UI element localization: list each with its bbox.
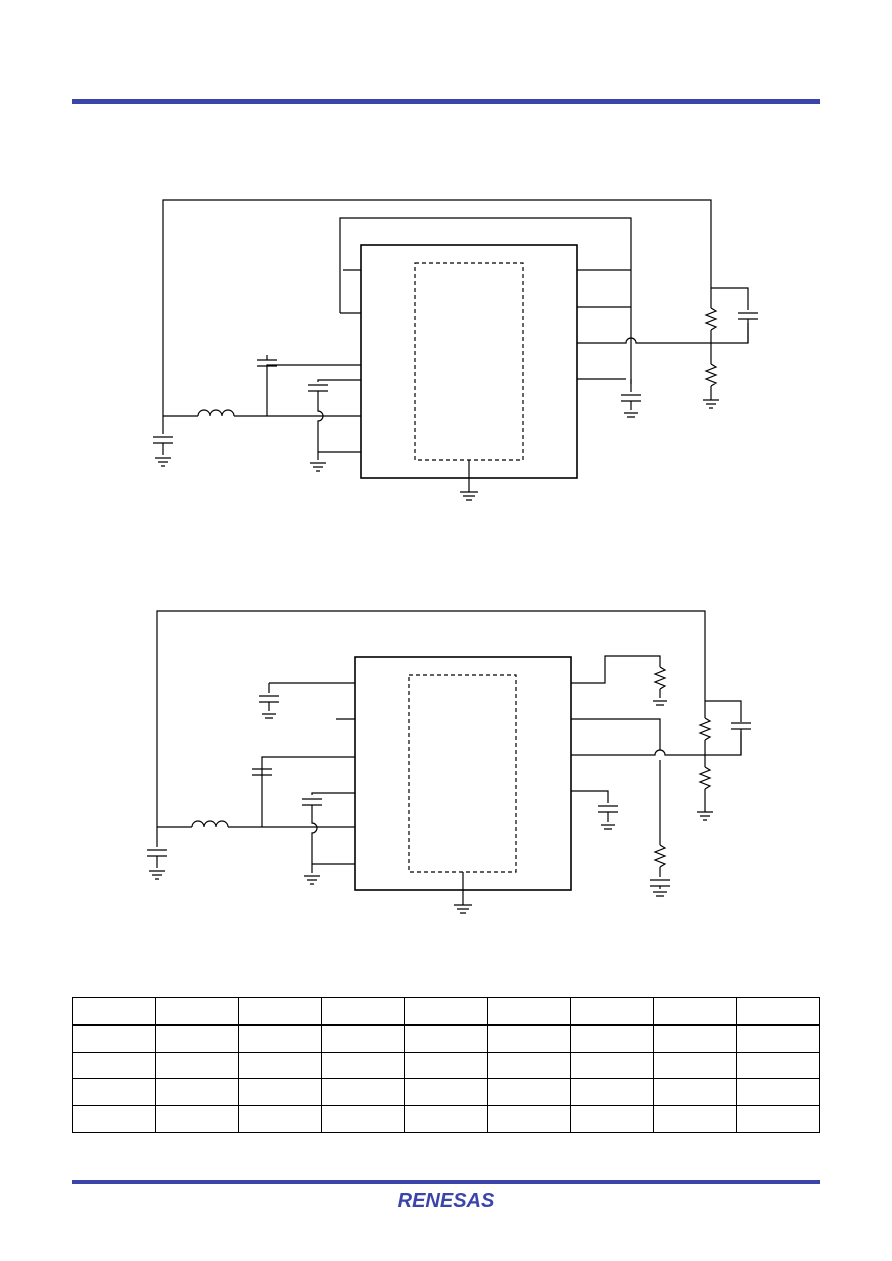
- ic-body: [354, 656, 572, 891]
- table-cell: [321, 1024, 405, 1053]
- renesas-logo: RENESAS: [398, 1190, 495, 1212]
- pullup-resistor: [653, 666, 667, 690]
- logo-text: RENESAS: [398, 1190, 495, 1212]
- table-cell: [238, 996, 322, 1026]
- table-cell: [487, 1024, 571, 1053]
- table-cell: [238, 1105, 322, 1133]
- table-cell: [72, 1105, 156, 1133]
- footer-rule: [72, 1180, 820, 1184]
- table-cell: [570, 996, 654, 1026]
- table-cell: [487, 996, 571, 1026]
- table-cell: [487, 1078, 571, 1107]
- ground-symbol: [454, 904, 472, 914]
- table-cell: [238, 1024, 322, 1053]
- table-cell: [155, 1051, 239, 1080]
- feedforward-capacitor: [738, 312, 758, 320]
- table-cell: [238, 1051, 322, 1080]
- table-cell: [570, 1105, 654, 1133]
- bypass-capacitor: [259, 695, 279, 703]
- table-cell: [570, 1024, 654, 1053]
- table-cell: [487, 1105, 571, 1133]
- table-cell: [653, 1078, 737, 1107]
- table-cell: [404, 1024, 488, 1053]
- input-capacitor: [153, 436, 173, 444]
- feedback-resistor-top: [704, 307, 718, 331]
- table-cell: [736, 1024, 820, 1053]
- table-cell: [653, 996, 737, 1026]
- ic-body: [360, 244, 578, 479]
- table-cell: [736, 1078, 820, 1107]
- table-cell: [736, 1105, 820, 1133]
- table-cell: [570, 1078, 654, 1107]
- table-cell: [321, 1105, 405, 1133]
- table-cell: [653, 1024, 737, 1053]
- schematic-bottom: [147, 610, 751, 914]
- table-cell: [155, 1024, 239, 1053]
- table-cell: [72, 1051, 156, 1080]
- header-rule: [72, 99, 820, 104]
- schematic-top: [153, 199, 758, 501]
- inductor: [197, 409, 235, 417]
- table-cell: [404, 1078, 488, 1107]
- table-cell: [155, 996, 239, 1026]
- table-cell: [321, 1078, 405, 1107]
- table-cell: [72, 1078, 156, 1107]
- feedback-resistor-bottom: [704, 363, 718, 387]
- table-cell: [155, 1078, 239, 1107]
- table-cell: [736, 1051, 820, 1080]
- bootstrap-capacitor: [252, 768, 272, 776]
- table-cell: [404, 1105, 488, 1133]
- table-cell: [653, 1105, 737, 1133]
- input-capacitor: [147, 849, 167, 857]
- exposed-pad: [408, 674, 517, 873]
- table-cell: [238, 1078, 322, 1107]
- table-row: [72, 1024, 820, 1053]
- table-cell: [321, 996, 405, 1026]
- table-cell: [736, 996, 820, 1026]
- table-cell: [404, 996, 488, 1026]
- table-cell: [404, 1051, 488, 1080]
- feedback-resistor-bottom: [698, 766, 712, 790]
- ground-symbol: [460, 491, 478, 501]
- table-cell: [487, 1051, 571, 1080]
- component-table: [72, 996, 820, 1133]
- feedforward-capacitor: [731, 722, 751, 730]
- table-cell: [155, 1105, 239, 1133]
- rc-compensation: [653, 844, 667, 868]
- exposed-pad: [414, 262, 524, 461]
- table-row: [72, 1078, 820, 1107]
- table-cell: [72, 1024, 156, 1053]
- table-cell: [72, 996, 156, 1026]
- table-row: [72, 1105, 820, 1133]
- table-cell: [653, 1051, 737, 1080]
- table-row: [72, 1051, 820, 1080]
- table-cell: [570, 1051, 654, 1080]
- table-header-row: [72, 996, 820, 1026]
- inductor: [191, 820, 229, 828]
- feedback-resistor-top: [698, 717, 712, 741]
- table-cell: [321, 1051, 405, 1080]
